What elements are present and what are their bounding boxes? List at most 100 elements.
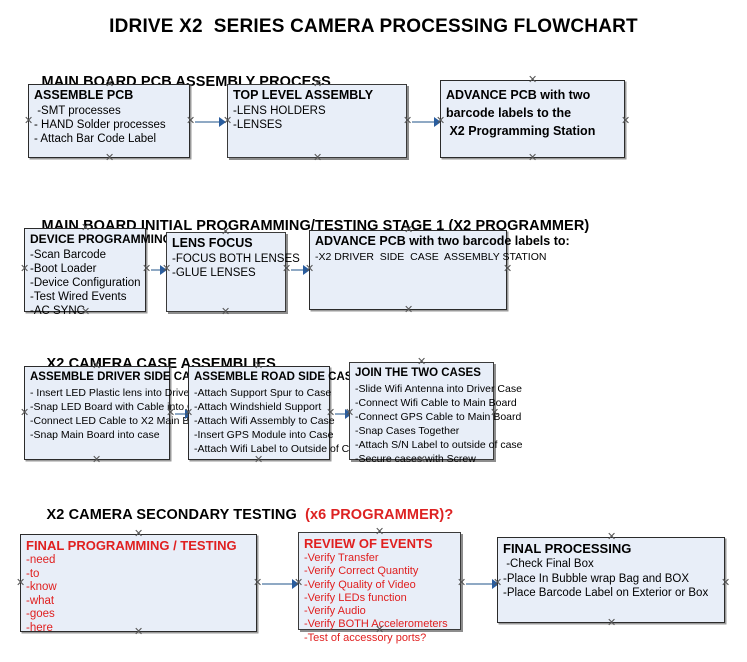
- box-line: - Insert LED Plastic lens into Driver Ca…: [30, 387, 221, 399]
- box-line: -SMT processes: [34, 105, 121, 117]
- resize-handle-right[interactable]: [186, 117, 195, 126]
- section-header-text: X2 CAMERA SECONDARY TESTING: [46, 507, 301, 523]
- box-line: -LENS HOLDERS: [233, 105, 326, 117]
- box-title: JOIN THE TWO CASES: [355, 367, 481, 379]
- box-line: -here: [26, 621, 53, 634]
- box-assemble-driver-side-case[interactable]: ASSEMBLE DRIVER SIDE CASE - Insert LED P…: [24, 366, 221, 460]
- box-final-programming-testing[interactable]: FINAL PROGRAMMING / TESTING -need -to -k…: [20, 534, 257, 634]
- box-line: -Verify Transfer: [304, 552, 379, 564]
- resize-handle-right[interactable]: [503, 265, 512, 274]
- resize-handle-top[interactable]: [254, 362, 263, 371]
- resize-handle-top[interactable]: [92, 362, 101, 371]
- resize-handle-left[interactable]: [305, 265, 314, 274]
- resize-handle-left[interactable]: [162, 265, 171, 274]
- box-review-of-events[interactable]: REVIEW OF EVENTS -Verify Transfer -Verif…: [298, 532, 461, 644]
- resize-handle-right[interactable]: [721, 579, 730, 588]
- resize-handle-top[interactable]: [313, 80, 322, 89]
- box-title: TOP LEVEL ASSEMBLY: [233, 88, 374, 102]
- box-title: ADVANCE PCB with two barcode labels to:: [315, 234, 570, 248]
- box-advance-pcb-to-x2-programming-station[interactable]: ADVANCE PCB with two barcode labels to t…: [440, 80, 625, 158]
- resize-handle-top[interactable]: [81, 224, 90, 233]
- resize-handle-top[interactable]: [607, 533, 616, 542]
- box-line: -Check Final Box: [503, 558, 594, 570]
- box-line: -need: [26, 554, 56, 566]
- box-line: -AC SYNC: [30, 305, 85, 317]
- resize-handle-right[interactable]: [621, 117, 630, 126]
- resize-handle-bottom[interactable]: [92, 456, 101, 465]
- connector-final-programming-to-review-of-events: [262, 583, 294, 585]
- resize-handle-bottom[interactable]: [134, 628, 143, 637]
- resize-handle-bottom[interactable]: [375, 626, 384, 635]
- connector-device-programming-to-lens-focus: [151, 269, 162, 271]
- resize-handle-top[interactable]: [105, 80, 114, 89]
- section-header-accent: (x6 PROGRAMMER)?: [300, 507, 454, 523]
- resize-handle-bottom[interactable]: [607, 619, 616, 628]
- resize-handle-bottom[interactable]: [528, 154, 537, 163]
- box-line: -Connect Wifi Cable to Main Board: [355, 397, 517, 409]
- connector-assemble-pcb-to-top-level-assembly: [195, 121, 221, 123]
- box-assemble-road-side-case[interactable]: ASSEMBLE ROAD SIDE CASE -Attach Support …: [188, 366, 366, 460]
- resize-handle-left[interactable]: [184, 409, 193, 418]
- resize-handle-top[interactable]: [528, 76, 537, 85]
- box-line: -Device Configuration: [30, 277, 141, 289]
- box-top-level-assembly[interactable]: TOP LEVEL ASSEMBLY -LENS HOLDERS -LENSES: [227, 84, 407, 158]
- resize-handle-right[interactable]: [457, 579, 466, 588]
- resize-handle-bottom[interactable]: [404, 306, 413, 315]
- box-device-programming[interactable]: DEVICE PROGRAMMING -Scan Barcode -Boot L…: [24, 228, 173, 317]
- resize-handle-bottom[interactable]: [417, 456, 426, 465]
- box-lens-focus[interactable]: LENS FOCUS -FOCUS BOTH LENSES -GLUE LENS…: [166, 232, 300, 312]
- box-line: -Slide Wifi Antenna into Driver Case: [355, 383, 522, 395]
- resize-handle-top[interactable]: [375, 528, 384, 537]
- box-line: -Insert GPS Module into Case: [194, 429, 334, 441]
- resize-handle-right[interactable]: [403, 117, 412, 126]
- resize-handle-top[interactable]: [417, 358, 426, 367]
- box-line: -Snap Cases Together: [355, 425, 460, 437]
- box-line: -Secure cases with Screw: [355, 453, 476, 465]
- resize-handle-left[interactable]: [345, 409, 354, 418]
- connector-road-side-case-to-join-the-two-cases: [335, 413, 347, 415]
- box-line: -GLUE LENSES: [172, 267, 256, 279]
- resize-handle-left[interactable]: [223, 117, 232, 126]
- box-line: -to: [26, 567, 40, 580]
- resize-handle-top[interactable]: [221, 228, 230, 237]
- box-assemble-pcb[interactable]: ASSEMBLE PCB -SMT processes - HAND Solde…: [28, 84, 190, 158]
- box-title: ASSEMBLE DRIVER SIDE CASE: [30, 371, 206, 383]
- box-line: -Place Barcode Label on Exterior or Box: [503, 587, 709, 599]
- resize-handle-left[interactable]: [294, 579, 303, 588]
- resize-handle-right[interactable]: [282, 265, 291, 274]
- resize-handle-bottom[interactable]: [105, 154, 114, 163]
- connector-review-of-events-to-final-processing: [466, 583, 494, 585]
- box-line: -FOCUS BOTH LENSES: [172, 253, 300, 265]
- resize-handle-bottom[interactable]: [221, 308, 230, 317]
- box-advance-pcb-to-driver-side-case-station[interactable]: ADVANCE PCB with two barcode labels to: …: [309, 230, 570, 310]
- box-title: ASSEMBLE PCB: [34, 88, 134, 102]
- resize-handle-bottom[interactable]: [81, 308, 90, 317]
- box-title: DEVICE PROGRAMMING: [30, 232, 173, 246]
- resize-handle-right[interactable]: [142, 265, 151, 274]
- resize-handle-left[interactable]: [20, 265, 29, 274]
- box-line: -Connect LED Cable to X2 Main Board: [30, 415, 211, 427]
- box-line: -Boot Loader: [30, 263, 97, 275]
- resize-handle-left[interactable]: [24, 117, 33, 126]
- resize-handle-bottom[interactable]: [313, 154, 322, 163]
- resize-handle-left[interactable]: [20, 409, 29, 418]
- box-join-the-two-cases[interactable]: JOIN THE TWO CASES -Slide Wifi Antenna i…: [349, 362, 523, 465]
- box-line: -Verify Correct Quantity: [304, 565, 419, 578]
- box-final-processing[interactable]: FINAL PROCESSING -Check Final Box -Place…: [497, 537, 725, 623]
- box-line: -Place In Bubble wrap Bag and BOX: [503, 572, 690, 585]
- resize-handle-right[interactable]: [253, 579, 262, 588]
- page-title: IDRIVE X2 SERIES CAMERA PROCESSING FLOWC…: [109, 16, 638, 37]
- box-line: -Attach S/N Label to outside of case: [355, 439, 523, 451]
- resize-handle-left[interactable]: [436, 117, 445, 126]
- section-header-x2-camera-secondary-testing: X2 CAMERA SECONDARY TESTING (x6 PROGRAMM…: [30, 491, 454, 539]
- resize-handle-left[interactable]: [16, 579, 25, 588]
- resize-handle-top[interactable]: [134, 530, 143, 539]
- box-title: LENS FOCUS: [172, 236, 253, 250]
- resize-handle-right[interactable]: [166, 409, 175, 418]
- box-line: -Attach Windshield Support: [194, 401, 322, 413]
- resize-handle-right[interactable]: [490, 409, 499, 418]
- resize-handle-left[interactable]: [493, 579, 502, 588]
- resize-handle-right[interactable]: [326, 409, 335, 418]
- resize-handle-top[interactable]: [404, 226, 413, 235]
- resize-handle-bottom[interactable]: [254, 456, 263, 465]
